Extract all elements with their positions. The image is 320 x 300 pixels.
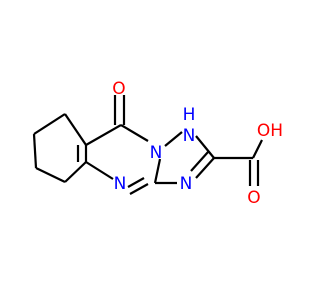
bond-c-to-pyrimidine-n [129,183,149,195]
bond-c-carbonyl [85,124,122,146]
atom-label-hydroxyl: OH [257,121,283,141]
atom-label-triazole-n: N [180,174,193,194]
bond-acid-c-to-oh [252,139,263,159]
bond-cp-2 [32,133,38,169]
atom-label-pyrimidine-n: N [114,174,127,194]
bond-cp-5 [64,113,87,146]
bond-c2-to-triazole-n-double [190,151,209,172]
atom-label-nh-n: N [183,126,196,146]
bond-cp-3 [35,167,66,183]
bond-pyrimidine-n-to-fused-c [85,161,114,180]
bond-nh-to-c2 [195,135,215,159]
bond-c-to-pyrimidine-n-double [127,177,145,188]
bond-cp-1 [33,113,66,135]
atom-label-bridge-n: N [150,143,163,163]
atom-label-nh-h: H [183,105,196,125]
bond-c2-to-triazole-n [195,157,215,179]
molecule-structure-diagram: O N H N N N OH O [32,79,283,208]
atom-label-acid-o: O [247,188,260,208]
bond-carbonyl-to-bridge-n [120,124,149,142]
bond-cp-4 [64,161,87,183]
bond-bridge-n-to-c [153,158,162,184]
bond-bridge-n-to-nh [164,131,183,147]
atom-label-ring-o: O [112,79,125,99]
